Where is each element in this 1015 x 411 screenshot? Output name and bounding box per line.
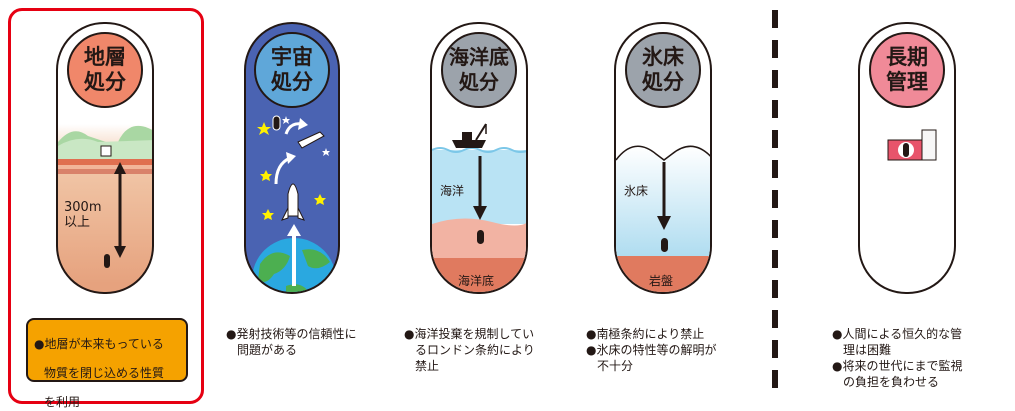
star (322, 148, 330, 156)
stratum-dark (58, 169, 152, 174)
dash (772, 220, 778, 238)
storage-tower (921, 129, 937, 161)
waste-canister (661, 238, 668, 252)
star (260, 170, 272, 181)
note-line: ●海洋投棄を規制してい (404, 327, 535, 341)
ice-illustration (616, 145, 710, 292)
note-line: るロンドン条約により (415, 343, 535, 357)
title-line1: 宇宙 (271, 45, 313, 69)
melt-arrowhead (657, 216, 671, 230)
ship-hull (452, 140, 486, 148)
dash (772, 280, 778, 298)
title-line2: 処分 (84, 70, 126, 94)
dash (772, 370, 778, 388)
badge-longterm: 長期 管理 (869, 32, 945, 108)
earth-continent (286, 284, 309, 292)
note-line: ●将来の世代にまで監視 (832, 359, 963, 373)
note-line: ●氷床の特性等の解明が (586, 343, 717, 357)
waste-canister (272, 115, 281, 131)
note-line: を利用 (44, 395, 81, 409)
geological-note-box: ●地層が本来もっている 物質を閉じ込める性質 を利用 (26, 318, 188, 409)
bedrock (616, 256, 710, 292)
badge-ice: 氷床 処分 (625, 32, 701, 108)
ice-label: 氷床 (624, 184, 649, 198)
note-line: ●南極条約により禁止 (586, 327, 705, 341)
seabed-rock (432, 258, 526, 292)
dash (772, 130, 778, 148)
dash (772, 70, 778, 88)
space-illustration (252, 115, 336, 292)
star (314, 194, 326, 205)
note-line: ●人間による恒久的な管 (832, 327, 963, 341)
badge-geological: 地層 処分 (67, 32, 143, 108)
title-line1: 海洋底 (449, 45, 509, 69)
ocean-label: 海洋 (440, 184, 465, 198)
title-line1: 長期 (886, 45, 928, 69)
title-line2: 管理 (886, 70, 928, 94)
waste-canister (104, 254, 110, 268)
ice-surface (616, 145, 710, 161)
note-line: ●地層が本来もっている (34, 337, 164, 351)
waste-canister (903, 143, 909, 157)
dash (772, 190, 778, 208)
trajectory-arrowhead (298, 118, 308, 130)
dash (772, 100, 778, 118)
title-line2: 処分 (642, 70, 684, 94)
longterm-illustration (887, 129, 937, 161)
depth-qualifier: 以上 (64, 215, 91, 230)
star (257, 122, 271, 135)
title-line1: 氷床 (642, 45, 684, 69)
depth-arrow-down (114, 246, 126, 258)
ascent-arrowhead (286, 152, 296, 164)
depth-arrow-up (114, 162, 126, 174)
badge-seabed: 海洋底 処分 (441, 32, 517, 108)
title-line2: 処分 (271, 70, 313, 94)
launch-arrowhead (287, 224, 301, 236)
note-line: 理は困難 (843, 343, 892, 357)
earth-continent (258, 252, 290, 282)
dash (772, 250, 778, 268)
stratum-pale (58, 165, 152, 169)
note-line: ●発射技術等の信頼性に (226, 327, 357, 341)
dash (772, 340, 778, 358)
title-line2: 処分 (459, 70, 499, 94)
ship-crane (475, 123, 487, 141)
seabed-illustration (432, 123, 526, 292)
ship-cabin (462, 132, 472, 140)
star (282, 116, 290, 124)
space-shuttle-orbiter (297, 131, 325, 149)
sink-arrowhead (473, 206, 487, 220)
earth-continent (302, 249, 330, 269)
rocket (287, 183, 299, 217)
space-notes: ●発射技術等の信頼性に 問題がある (226, 326, 386, 358)
seabed-notes: ●海洋投棄を規制してい るロンドン条約により 禁止 (404, 326, 564, 374)
bedrock-label: 岩盤 (649, 274, 674, 288)
waste-canister (477, 230, 484, 244)
note-line: の負担を負わせる (843, 375, 940, 389)
dash (772, 10, 778, 28)
note-line: 禁止 (415, 359, 440, 373)
facility-icon (100, 145, 112, 157)
dash (772, 160, 778, 178)
rocket-fin-right (297, 207, 305, 221)
dash (772, 310, 778, 328)
note-line: 物質を閉じ込める性質 (44, 366, 165, 380)
rocket-fin-left (281, 207, 289, 221)
badge-space: 宇宙 処分 (254, 32, 330, 108)
title-line1: 地層 (84, 45, 126, 69)
star (262, 209, 274, 220)
geological-illustration (58, 125, 152, 268)
depth-label: 300m 以上 (64, 200, 101, 230)
ice-notes: ●南極条約により禁止 ●氷床の特性等の解明が 不十分 (586, 326, 756, 374)
stratum-red (58, 159, 152, 165)
ocean-surface (432, 147, 526, 153)
dash (772, 40, 778, 58)
note-line: 不十分 (597, 359, 634, 373)
seabed-label: 海洋底 (458, 274, 495, 288)
longterm-notes: ●人間による恒久的な管 理は困難 ●将来の世代にまで監視 の負担を負わせる (832, 326, 1002, 390)
note-line: 問題がある (237, 343, 298, 357)
selected-option-frame (8, 8, 204, 404)
depth-value: 300m (64, 200, 102, 215)
